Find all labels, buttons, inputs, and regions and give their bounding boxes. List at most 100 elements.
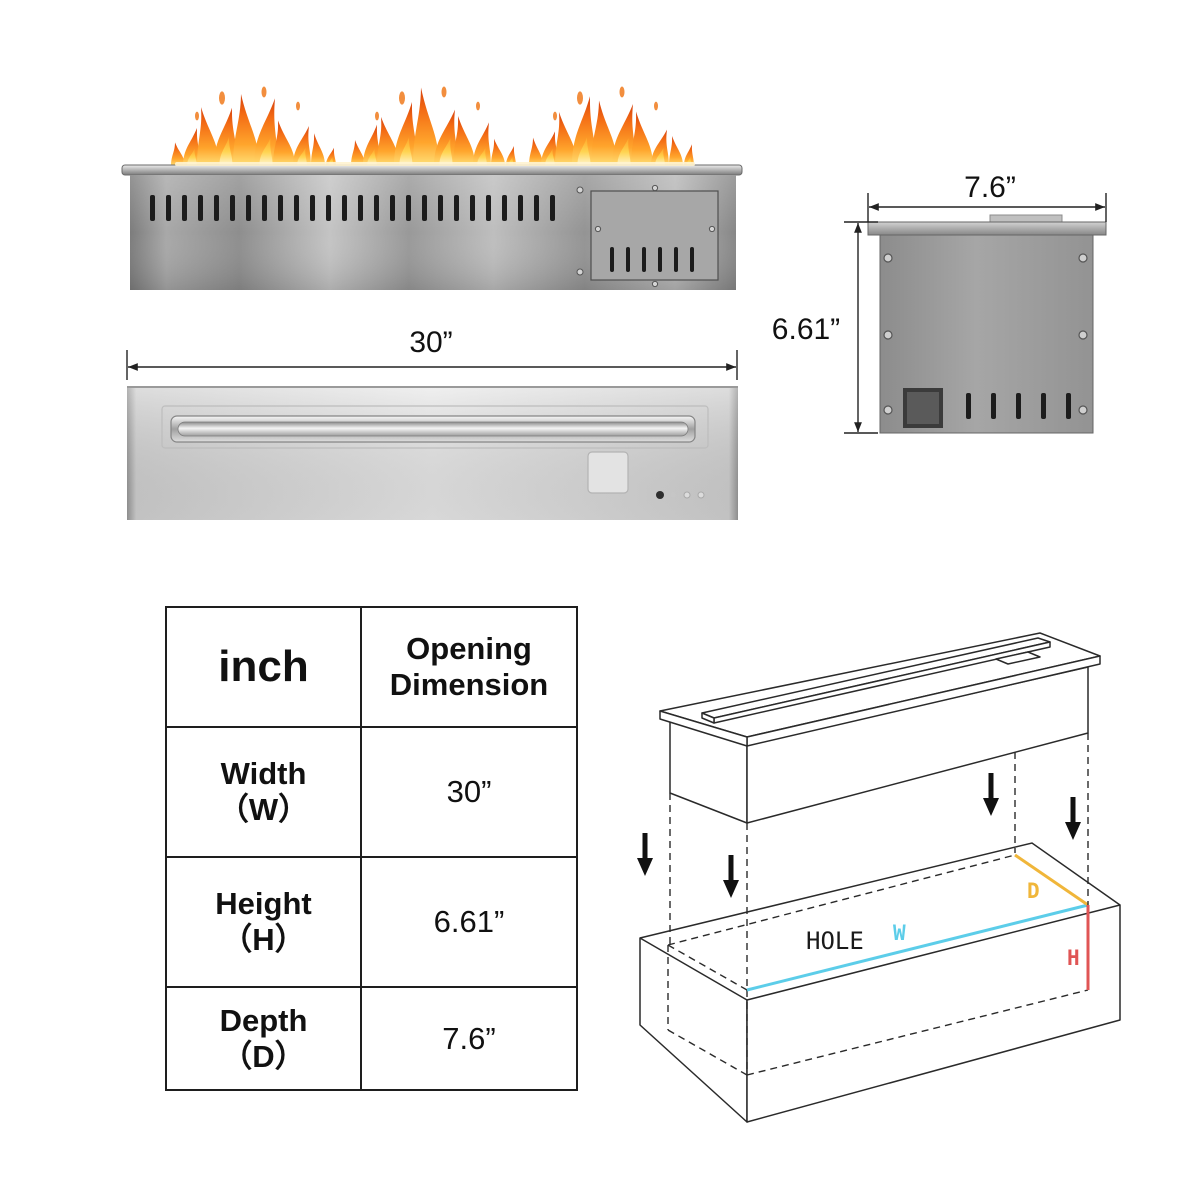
dimension-name: Width [220, 756, 307, 791]
hole-hidden-lines [667, 854, 1089, 1076]
vent-slot [374, 195, 379, 221]
flame-tongue [506, 146, 516, 166]
vent-slot [438, 195, 443, 221]
flame-core [297, 148, 307, 166]
flame-core [617, 138, 631, 166]
screw-icon [594, 225, 602, 233]
flame-core [367, 148, 377, 166]
vent-slot [214, 195, 219, 221]
vent-slot [690, 247, 694, 272]
flame-tongue [541, 131, 559, 166]
down-arrow-icon [723, 855, 739, 898]
dimension-name-cell: Height （H） [165, 856, 362, 988]
vent-slot [626, 247, 630, 272]
flame-wisp [219, 91, 225, 105]
vent-slot [1066, 393, 1071, 419]
front-screws [576, 184, 716, 288]
hole-depth-line [1014, 853, 1089, 907]
hole-bottom-left [667, 1029, 748, 1076]
width-dimension: 30” [126, 326, 738, 380]
vent-slot [294, 195, 299, 221]
screw-icon [883, 330, 893, 340]
dimension-value-cell: 6.61” [360, 856, 578, 988]
vent-slot [278, 195, 283, 221]
power-button-icon [656, 491, 664, 499]
screw-icon [576, 268, 584, 276]
screw-icon [651, 184, 659, 192]
vent-slot [674, 247, 678, 272]
flame-tongue [572, 96, 596, 166]
control-cover [587, 451, 629, 494]
flame-tongue [293, 126, 311, 166]
vent-slot [390, 195, 395, 221]
vent-slot [326, 195, 331, 221]
depth-letter-label: D [1027, 879, 1040, 903]
vent-slot [310, 195, 315, 221]
hole-left-edge [667, 944, 748, 991]
flame-wisp [577, 91, 583, 105]
vent-slot [246, 195, 251, 221]
flame-tongue [669, 136, 683, 166]
flame-tongue [434, 109, 458, 166]
flame-wisp [654, 101, 658, 111]
vent-slot [610, 247, 614, 272]
lid-control-cover [995, 651, 1041, 665]
flame-core [219, 137, 233, 166]
flame-wisp [296, 101, 300, 111]
vent-slot [454, 195, 459, 221]
indicator-dot-icon [683, 491, 691, 499]
flame-tongue [351, 140, 365, 166]
side-port-inner [907, 392, 939, 424]
flame-wisp [441, 86, 447, 98]
dimension-value-cell: 7.6” [360, 986, 578, 1091]
drop-guide-lines [669, 733, 1089, 990]
flame-tongue [171, 142, 185, 166]
dimension-name: Depth [219, 1002, 308, 1038]
flame-wisp [399, 91, 405, 105]
dimension-value-cell: 30” [360, 726, 578, 858]
flame-tongue [413, 87, 439, 166]
top-surface-shade [127, 386, 738, 520]
flame-tongue [326, 147, 336, 166]
depth-dimension-label: 7.6” [964, 171, 1016, 204]
screw-icon [883, 253, 893, 263]
dimension-name: Height [215, 886, 312, 921]
table-row: Height （H） 6.61” [165, 856, 578, 988]
vent-slot [342, 195, 347, 221]
flame-core [477, 148, 487, 166]
vent-slot [534, 195, 539, 221]
hole-label: HOLE [806, 927, 864, 955]
burner-recess [161, 405, 709, 449]
vent-slot [642, 247, 646, 272]
dimension-symbol: （W） [217, 792, 310, 827]
dimension-symbol: （D） [221, 1038, 306, 1074]
flame-wisp [261, 86, 267, 98]
dimension-name-cell: Width （W） [165, 726, 362, 858]
table-header-row: inch Opening Dimension [165, 606, 578, 728]
flame-tongue [529, 137, 543, 166]
screw-icon [651, 280, 659, 288]
installation-diagram: HOLE W D H [637, 632, 1121, 1123]
side-vent-slots [966, 393, 1071, 419]
vent-slot [550, 195, 555, 221]
dimension-symbol: （H） [221, 922, 306, 957]
unit-header: inch [218, 642, 309, 691]
unit-header-cell: inch [165, 606, 362, 728]
screw-icon [708, 225, 716, 233]
down-arrow-icon [1065, 797, 1081, 840]
vent-slot [422, 195, 427, 221]
cabinet-left-face [639, 937, 748, 1123]
flame-core [399, 137, 413, 166]
flame-core [259, 138, 273, 166]
flame-wisp [619, 86, 625, 98]
flame-tongue [273, 120, 295, 166]
vent-slot [198, 195, 203, 221]
vent-slot [1041, 393, 1046, 419]
dimension-value: 6.61” [433, 904, 505, 939]
vent-slot [502, 195, 507, 221]
burner-rail-end [701, 712, 715, 724]
side-top-plate [867, 221, 1107, 236]
flame-icon [154, 86, 708, 174]
flame-tongue [394, 102, 418, 166]
